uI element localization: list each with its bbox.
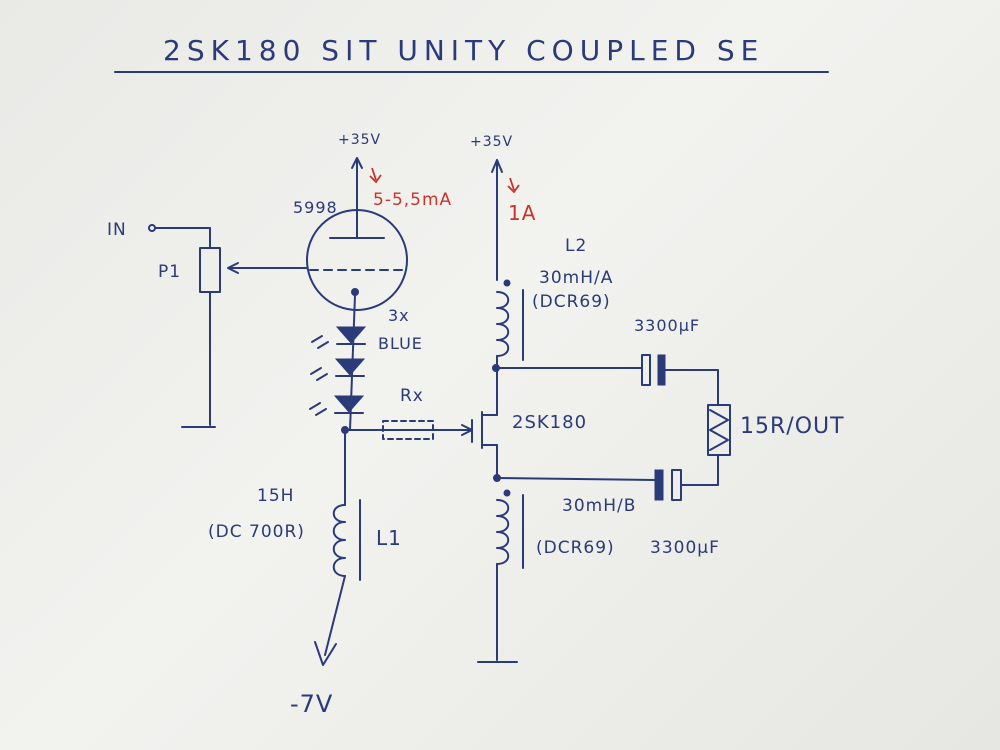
choke-l1 [332, 504, 346, 577]
l1-dcr-label: (DC 700R) [208, 522, 305, 542]
cap-bottom-plate-1 [654, 469, 664, 501]
page-title: 2SK180 SIT UNITY COUPLED SE [163, 34, 765, 67]
left-supply-label: +35V [338, 132, 382, 148]
right-supply-label: +35V [470, 134, 514, 150]
fet-current-arrow [507, 177, 520, 194]
right-supply-arrow [491, 159, 503, 173]
coil-l2-b [496, 499, 510, 565]
neg-supply-label: -7V [290, 690, 334, 718]
blue-led-2 [334, 358, 366, 376]
cap-bottom-plate-2 [671, 469, 682, 501]
rx-label: Rx [400, 386, 424, 406]
load-label: 15R/OUT [740, 414, 845, 439]
pot-wiper-arrow [227, 262, 239, 274]
coil-a-value-label: 30mH/A [539, 268, 614, 288]
cap-bottom-label: 3300µF [650, 538, 720, 558]
l1-value-label: 15H [257, 486, 295, 506]
l1-label: L1 [376, 526, 402, 550]
load-bottom-wire [681, 454, 719, 486]
resistor-rx [382, 420, 434, 440]
blue-led-3 [333, 395, 365, 413]
potentiometer-p1 [199, 247, 221, 293]
cap-top-plate-2 [657, 354, 666, 386]
tube-current-label: 5-5,5mA [373, 190, 453, 210]
neg-supply-arrow [314, 641, 337, 666]
cap-bottom-wire-left [496, 477, 656, 481]
cap-top-label: 3300µF [634, 316, 701, 335]
load-resistor-zigzag [709, 409, 729, 451]
coil-a-dcr-label: (DCR69) [532, 292, 611, 312]
led-light-arrows [309, 335, 329, 416]
input-wire [154, 227, 211, 249]
left-supply-arrow [351, 157, 363, 169]
coil-b-dot [503, 489, 511, 497]
diodes-count-label: 3x [388, 306, 410, 325]
coil-b-dcr-label: (DCR69) [536, 538, 615, 558]
coil-b-value-label: 30mH/B [562, 496, 637, 516]
diodes-color-label: BLUE [378, 334, 423, 353]
l1-bottom-wire [324, 575, 346, 656]
pot-label: P1 [158, 262, 182, 282]
fet-current-label: 1A [508, 201, 537, 225]
cap-top-wire-right [664, 369, 719, 406]
cap-top-plate-1 [641, 354, 651, 386]
fet-terminals [481, 414, 498, 446]
tube-current-arrow [369, 167, 382, 184]
coil-l2-a [496, 291, 510, 357]
blue-led-1 [335, 326, 367, 344]
tube-label: 5998 [293, 198, 338, 217]
l2-label: L2 [565, 236, 588, 256]
coil-a-dot [503, 279, 511, 287]
fet-label: 2SK180 [512, 412, 588, 433]
input-label: IN [107, 220, 127, 240]
